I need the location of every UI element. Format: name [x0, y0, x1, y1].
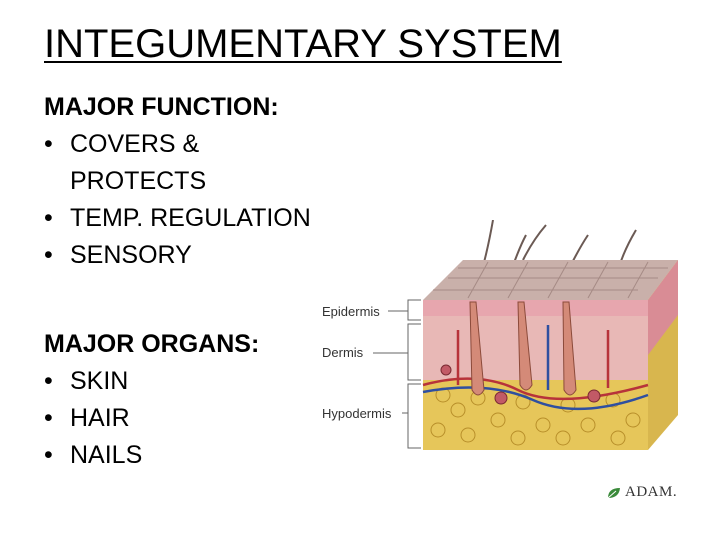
organ-item: HAIR	[44, 400, 259, 437]
dermis-layer	[423, 316, 648, 380]
slide-title: INTEGUMENTARY SYSTEM	[44, 22, 562, 66]
organ-item: NAILS	[44, 437, 259, 474]
leaf-icon	[607, 487, 620, 498]
epidermis-label: Epidermis	[322, 304, 380, 319]
blood-vessels	[422, 325, 649, 411]
dermis-label: Dermis	[322, 345, 364, 360]
major-organs-heading: MAJOR ORGANS:	[44, 330, 260, 358]
organ-list: SKIN HAIR NAILS	[44, 363, 259, 474]
epidermis-layer	[423, 300, 648, 316]
hair-follicles	[469, 301, 577, 396]
function-list: COVERS & PROTECTS TEMP. REGULATION SENSO…	[44, 126, 311, 274]
function-item: COVERS & PROTECTS	[44, 126, 260, 200]
function-item: TEMP. REGULATION	[44, 200, 311, 237]
major-function-section: MAJOR FUNCTION: COVERS & PROTECTS TEMP. …	[44, 89, 311, 274]
organ-item: SKIN	[44, 363, 259, 400]
major-function-heading: MAJOR FUNCTION:	[44, 93, 279, 121]
adam-logo: ADAM.	[606, 484, 677, 501]
hypodermis-label: Hypodermis	[322, 406, 392, 421]
skin-cross-section-diagram: Epidermis Dermis Hypodermis	[322, 220, 678, 450]
hypodermis-layer	[423, 380, 648, 450]
function-item: SENSORY	[44, 237, 311, 274]
logo-text: ADAM.	[625, 484, 678, 500]
sweat-glands	[440, 364, 601, 405]
major-organs-section: MAJOR ORGANS: SKIN HAIR NAILS	[44, 326, 259, 474]
